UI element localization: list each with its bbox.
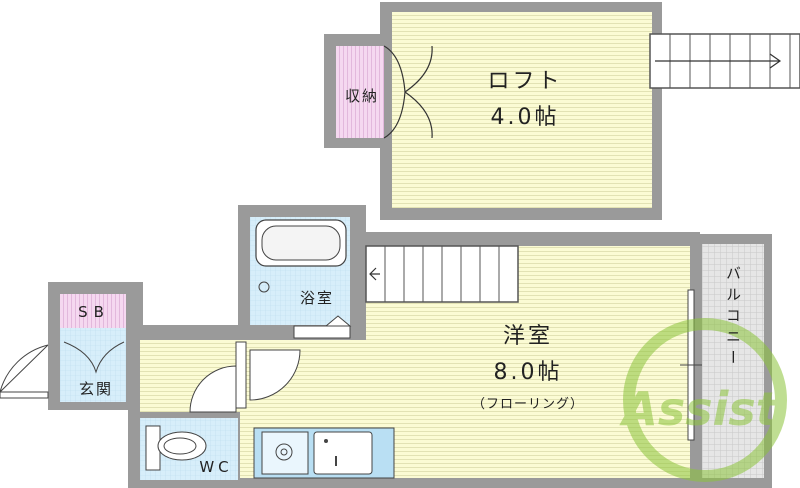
loft-area xyxy=(324,2,800,220)
room-name: 洋室 xyxy=(503,324,553,349)
watermark-logo: Assist xyxy=(619,318,787,482)
toilet-label: WC xyxy=(199,458,232,476)
room-stairs xyxy=(365,245,519,303)
watermark-text: Assist xyxy=(619,382,780,436)
loft-size: 4.0帖 xyxy=(491,105,560,130)
entrance-label: 玄関 xyxy=(79,380,113,398)
balcony-label: バルコニー xyxy=(724,266,742,371)
bath-label: 浴室 xyxy=(300,289,334,307)
room-floor-type: （フローリング） xyxy=(472,397,584,412)
loft-stairs xyxy=(649,33,800,89)
storage-label: 収納 xyxy=(345,87,379,105)
shoe-box-label: SB xyxy=(78,303,110,321)
loft-name: ロフト xyxy=(487,69,562,94)
room-size: 8.0帖 xyxy=(494,360,563,385)
